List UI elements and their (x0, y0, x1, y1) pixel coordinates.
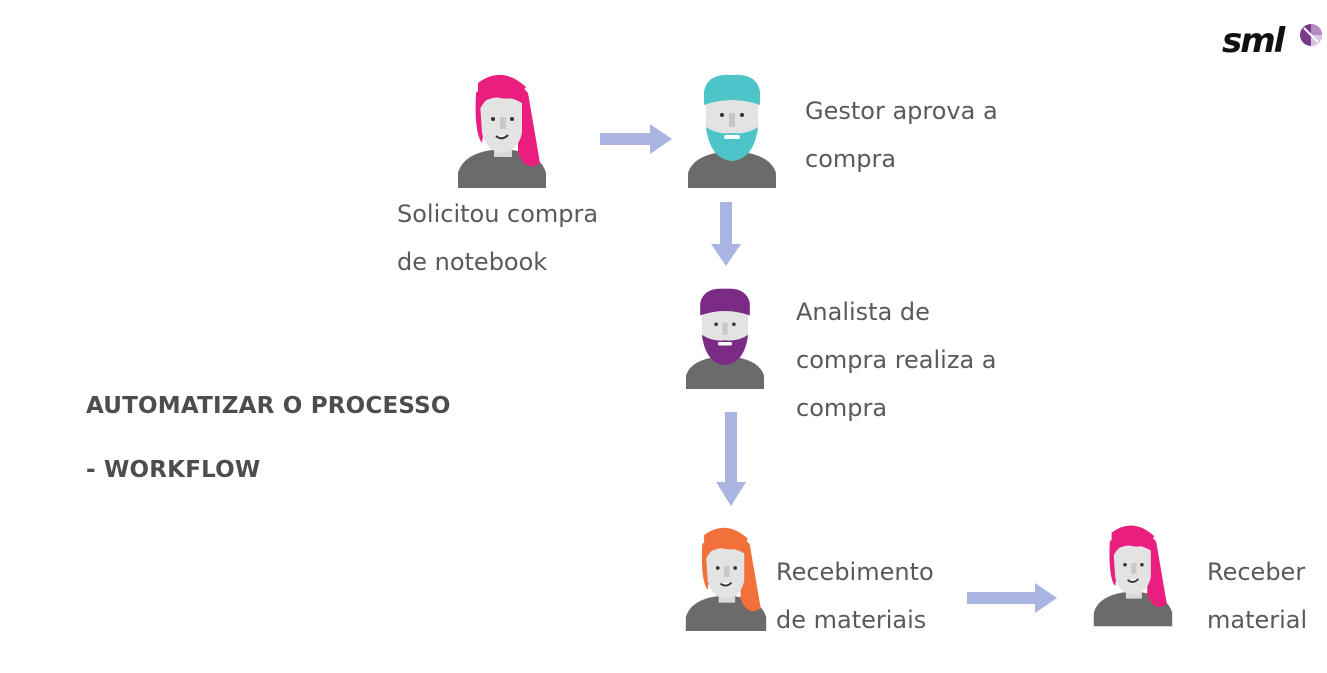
logo-mark-icon (1300, 24, 1322, 46)
step-3-line-3: compra (796, 394, 888, 422)
step-4-line-1: Recebimento (776, 558, 934, 586)
arrow-right-icon (967, 583, 1057, 613)
man-purple-beard-icon (686, 288, 764, 389)
step-3-line-2: compra realiza a (796, 346, 997, 374)
step-2-text: Gestor aprova a compra (805, 87, 998, 183)
step-4-text: Recebimento de materiais (776, 548, 934, 644)
man-teal-beard-icon (688, 74, 776, 188)
heading-line-2: - WORKFLOW (86, 457, 261, 483)
step-5-line-2: material (1207, 606, 1308, 634)
step-2-line-1: Gestor aprova a (805, 97, 998, 125)
logo-text: sml (1222, 21, 1285, 61)
step-2-line-2: compra (805, 145, 897, 173)
arrow-right-icon (600, 124, 672, 154)
step-3-text: Analista de compra realiza a compra (796, 288, 996, 432)
step-1-line-2: de notebook (397, 248, 548, 276)
step-5-text: Receber material (1207, 548, 1307, 644)
woman-pink-hair-icon (458, 74, 546, 188)
woman-pink-hair-icon (1093, 525, 1173, 627)
arrow-down-icon (716, 412, 746, 506)
heading-line-1: AUTOMATIZAR O PROCESSO (86, 393, 451, 419)
step-3-line-1: Analista de (796, 298, 930, 326)
sml-logo: sml (1222, 22, 1326, 62)
woman-orange-hair-icon (685, 527, 767, 631)
step-1-line-1: Solicitou compra (397, 200, 599, 228)
step-5-line-1: Receber (1207, 558, 1306, 586)
step-1-text: Solicitou compra de notebook (397, 190, 598, 286)
arrow-down-icon (711, 202, 741, 266)
step-4-line-2: de materiais (776, 606, 927, 634)
